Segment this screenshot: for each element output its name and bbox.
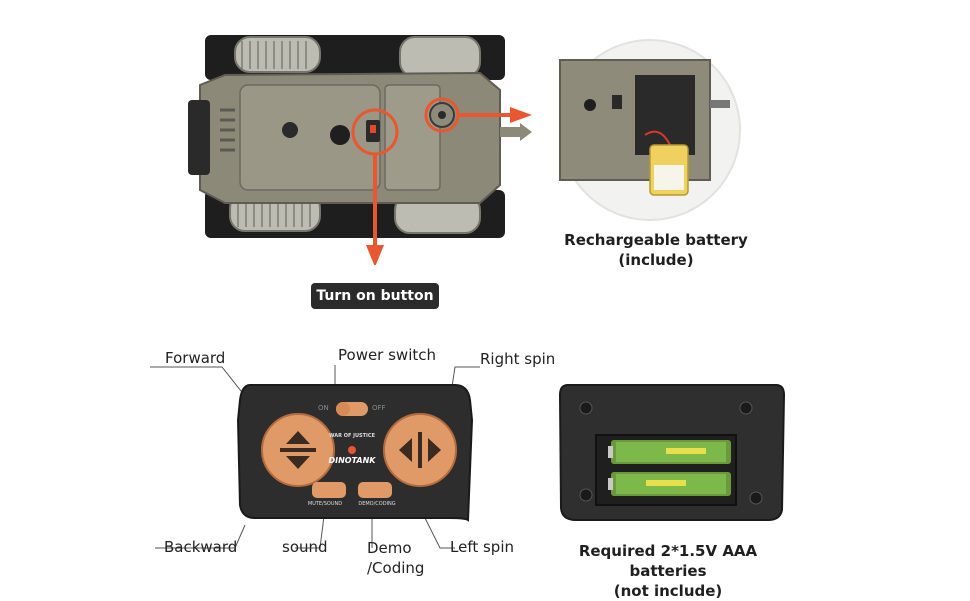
battery-caption-line2: (include): [618, 251, 694, 269]
remote-mute-sound-caption: MUTE/SOUND: [307, 501, 343, 507]
callout-sound: sound: [282, 538, 328, 556]
remote-brand-logo: DINOTANK: [328, 456, 376, 465]
callout-demo-coding: Demo /Coding: [367, 538, 424, 578]
callout-power-switch: Power switch: [338, 346, 437, 364]
remote-switch-off: OFF: [372, 404, 386, 412]
callout-left-spin: Left spin: [450, 538, 514, 556]
remote-brand-small: WAR OF JUSTICE: [328, 433, 376, 439]
battery-zoom-photo: [559, 39, 741, 221]
remote-switch-on: ON: [318, 404, 329, 412]
aaa-battery-caption-line2: (not include): [613, 582, 723, 600]
callout-right-spin: Right spin: [480, 350, 556, 368]
battery-caption: Rechargeable battery (include): [556, 230, 756, 270]
remote-demo-coding-caption: DEMO/CODING: [358, 501, 396, 507]
aaa-battery-caption: Required 2*1.5V AAA batteries (not inclu…: [538, 541, 798, 601]
callout-forward: Forward: [165, 349, 226, 367]
remote-control: [150, 365, 480, 549]
turn-on-button-label: Turn on button: [311, 283, 439, 309]
aaa-battery-caption-line1: Required 2*1.5V AAA batteries: [578, 542, 758, 580]
callout-demo-line1: Demo: [367, 539, 412, 557]
tank-photo: [188, 35, 532, 265]
battery-compartment-photo: [558, 384, 786, 521]
battery-caption-line1: Rechargeable battery: [564, 231, 748, 249]
callout-backward: Backward: [164, 538, 238, 556]
callout-demo-line2: /Coding: [367, 559, 425, 577]
